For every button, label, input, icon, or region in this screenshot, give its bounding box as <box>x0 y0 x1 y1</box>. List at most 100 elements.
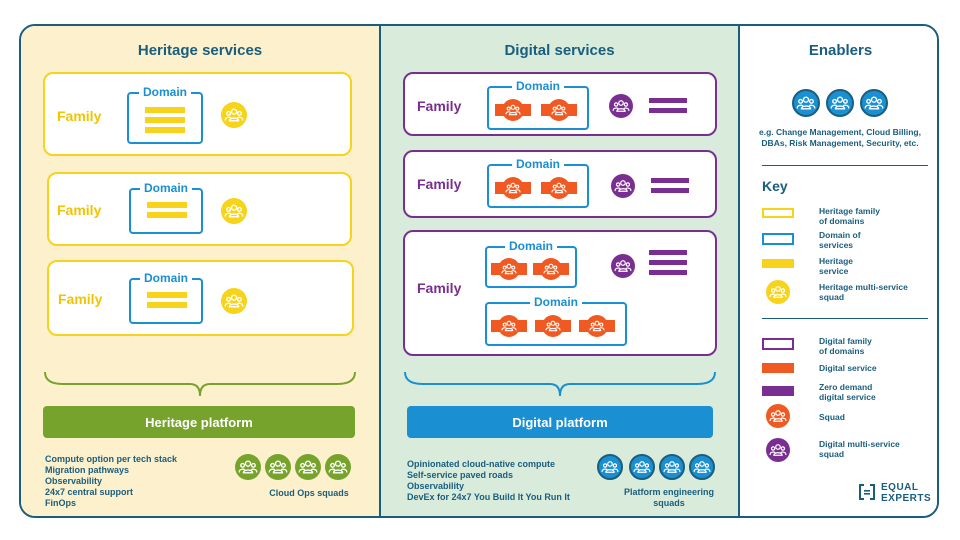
key-line: digital service <box>819 392 876 402</box>
family-label: Family <box>417 280 462 296</box>
people-group-icon <box>689 454 715 480</box>
people-group-icon <box>766 280 790 304</box>
divider <box>762 165 928 166</box>
key-digital-service-label: Digital service <box>819 363 877 373</box>
zero-demand-service <box>649 270 687 275</box>
family-label: Family <box>58 291 103 307</box>
zero-demand-service <box>651 188 689 193</box>
heritage-domain: Domain <box>129 180 203 234</box>
key-line: Digital service <box>819 363 877 373</box>
people-group-icon <box>548 99 570 121</box>
key-line: Zero demand <box>819 382 873 392</box>
heritage-brace <box>44 371 356 397</box>
description-line: DBAs, Risk Management, Security, etc. <box>761 138 919 148</box>
digital-family-3: Family Domain Domain <box>403 230 717 356</box>
people-group-icon <box>295 454 321 480</box>
feature-item: Observability <box>407 481 465 491</box>
feature-item: DevEx for 24x7 You Build It You Run It <box>407 492 570 502</box>
key-line: services <box>819 240 854 250</box>
heritage-domain: Domain <box>129 270 203 324</box>
people-group-icon <box>325 454 351 480</box>
domain-label: Domain <box>138 84 192 100</box>
feature-item: Opinionated cloud-native compute <box>407 459 556 469</box>
brand-line: EXPERTS <box>881 493 932 504</box>
heritage-domain: Domain <box>127 84 203 144</box>
zero-demand-service <box>649 108 687 113</box>
key-line: of domains <box>819 216 865 226</box>
digital-family-1: Family Domain <box>403 72 717 136</box>
domain-label: Domain <box>511 156 565 172</box>
key-line: Domain of <box>819 230 861 240</box>
key-line: Digital multi-service <box>819 439 900 449</box>
key-line: Digital family <box>819 336 872 346</box>
digital-platform: Digital platform <box>407 406 713 438</box>
key-line: Heritage multi-service <box>819 282 908 292</box>
zero-demand-service <box>649 98 687 103</box>
caption-line: Platform engineering <box>623 487 714 497</box>
zero-demand-service <box>649 260 687 265</box>
people-group-icon <box>826 89 854 117</box>
key-heritage-family-label: Heritage family of domains <box>819 206 880 226</box>
key-line: squad <box>819 292 845 302</box>
domain-label: Domain <box>139 180 193 196</box>
key-heritage-service-swatch <box>762 259 794 268</box>
domain-label: Domain <box>139 270 193 286</box>
domain-label: Domain <box>511 78 565 94</box>
enablers-title: Enablers <box>808 42 873 59</box>
heritage-service <box>147 212 187 218</box>
people-group-icon <box>860 89 888 117</box>
key-line: service <box>819 266 849 276</box>
key-domain-swatch <box>762 233 794 245</box>
people-group-icon <box>221 288 247 314</box>
people-group-icon <box>498 315 520 337</box>
zero-demand-service <box>651 178 689 183</box>
feature-item: FinOps <box>45 498 76 508</box>
people-group-icon <box>766 438 790 462</box>
heritage-service <box>147 202 187 208</box>
people-group-icon <box>548 177 570 199</box>
heritage-title: Heritage services <box>137 42 263 59</box>
key-line: Heritage family <box>819 206 880 216</box>
heritage-family-2: Family Domain <box>47 172 352 246</box>
people-group-icon <box>659 454 685 480</box>
digital-domain: Domain <box>485 238 577 288</box>
key-title: Key <box>762 178 788 194</box>
digital-features: Opinionated cloud-native compute Self-se… <box>407 459 570 503</box>
family-label: Family <box>57 108 102 124</box>
domain-label: Domain <box>504 238 558 254</box>
people-group-icon <box>502 99 524 121</box>
digital-brace <box>404 371 716 397</box>
people-group-icon <box>629 454 655 480</box>
people-group-icon <box>611 174 635 198</box>
people-group-icon <box>221 198 247 224</box>
key-heritage-squad-label: Heritage multi-service squad <box>819 282 908 302</box>
equal-experts-logo: EQUAL EXPERTS <box>858 481 937 505</box>
key-line: Heritage <box>819 256 854 266</box>
platform-engineering-caption: Platform engineering squads <box>613 487 725 509</box>
digital-column: Digital services Family Domain Family Do… <box>379 26 740 516</box>
people-group-icon <box>540 258 562 280</box>
domain-label: Domain <box>529 294 583 310</box>
people-group-icon <box>542 315 564 337</box>
family-label: Family <box>57 202 102 218</box>
family-label: Family <box>417 176 462 192</box>
people-group-icon <box>235 454 261 480</box>
key-digital-service-swatch <box>762 363 794 373</box>
digital-domain: Domain <box>487 156 589 208</box>
people-group-icon <box>498 258 520 280</box>
description-line: e.g. Change Management, Cloud Billing, <box>759 127 921 137</box>
people-group-icon <box>792 89 820 117</box>
key-squad-label: Squad <box>819 412 845 422</box>
feature-item: Self-service paved roads <box>407 470 514 480</box>
feature-item: 24x7 central support <box>45 487 134 497</box>
heritage-features: Compute option per tech stack Migration … <box>45 454 177 509</box>
enablers-column: Enablers e.g. Change Management, Cloud B… <box>740 26 937 516</box>
people-group-icon <box>502 177 524 199</box>
digital-title: Digital services <box>504 42 615 59</box>
heritage-platform: Heritage platform <box>43 406 355 438</box>
people-group-icon <box>597 454 623 480</box>
caption-line: squads <box>653 498 685 508</box>
key-heritage-family-swatch <box>762 208 794 218</box>
heritage-service <box>147 292 187 298</box>
digital-domain: Domain <box>485 294 627 346</box>
